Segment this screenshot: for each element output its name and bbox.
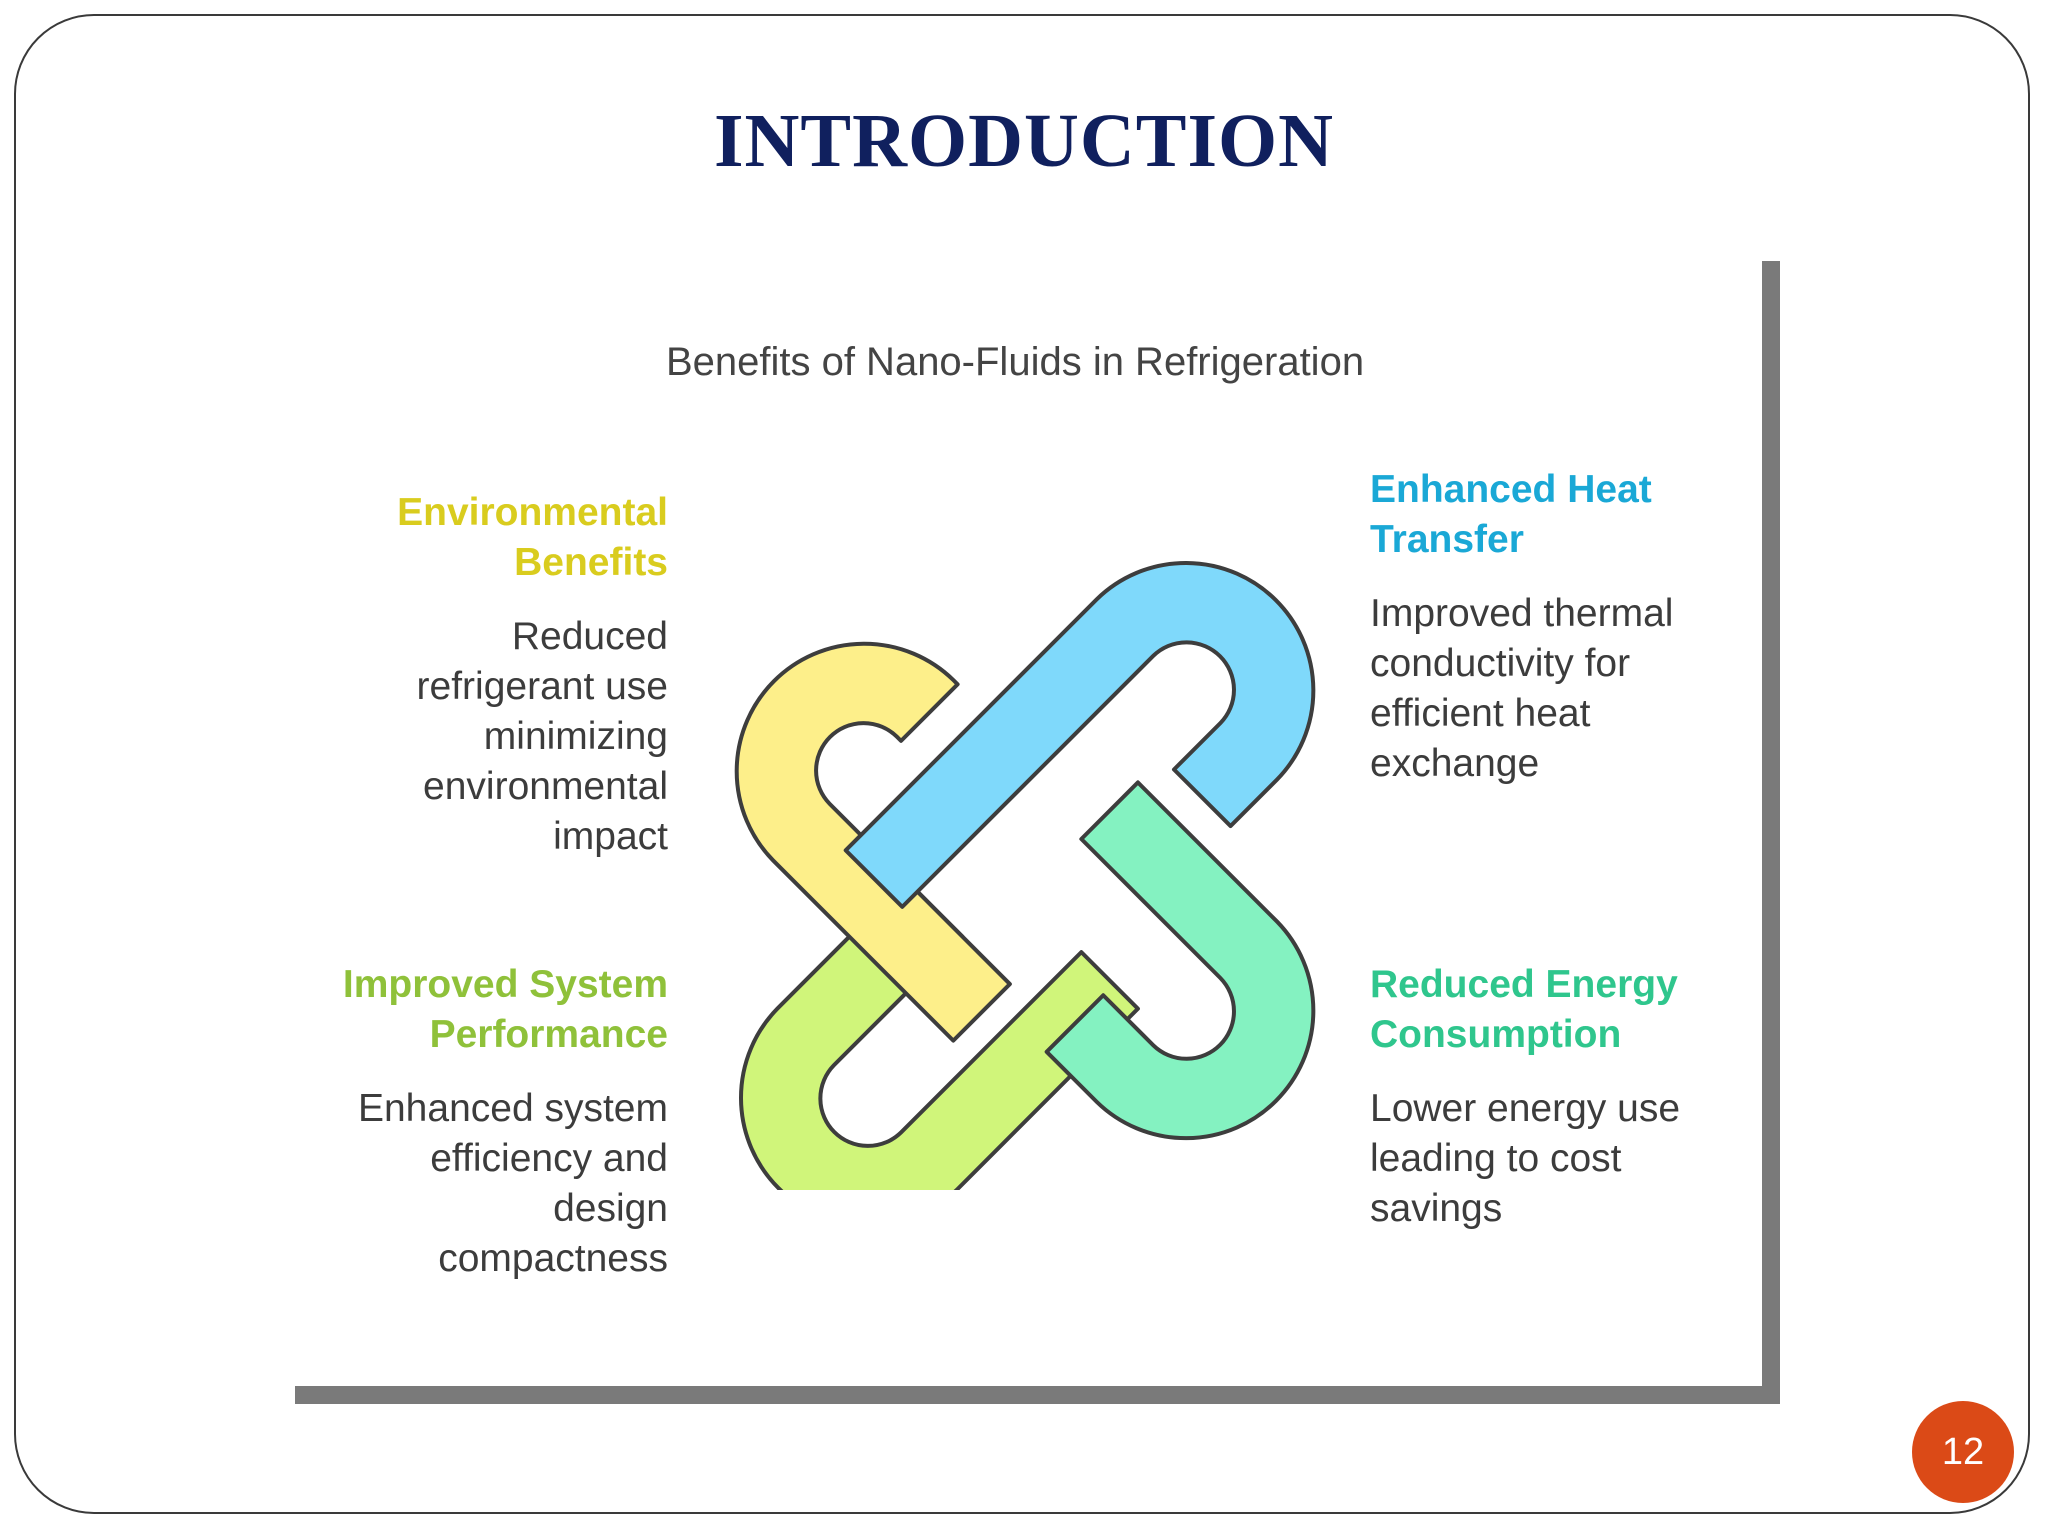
heading-line: Transfer xyxy=(1370,518,1524,561)
description-line: Enhanced system xyxy=(357,1087,668,1130)
description-line: exchange xyxy=(1370,742,1540,785)
description-line: environmental xyxy=(423,765,668,808)
heading-line: Reduced Energy xyxy=(1370,963,1678,1006)
benefit-heat-transfer: Enhanced Heat Transfer Improved thermal … xyxy=(1370,465,1730,789)
heading-line: Consumption xyxy=(1370,1013,1622,1056)
benefit-system-performance: Improved System Performance Enhanced sys… xyxy=(300,960,668,1284)
description-line: minimizing xyxy=(483,715,668,758)
benefit-environmental: Environmental Benefits Reduced refrigera… xyxy=(300,488,668,862)
page-number-badge: 12 xyxy=(1912,1401,2014,1503)
diagram-card xyxy=(290,255,1762,1386)
diagram-subtitle: Benefits of Nano-Fluids in Refrigeration xyxy=(665,340,1365,384)
heading-line: Benefits xyxy=(514,541,668,584)
description-line: efficiency and xyxy=(430,1137,668,1180)
heading-line: Improved System xyxy=(342,963,668,1006)
benefit-heading: Environmental Benefits xyxy=(300,488,668,588)
heading-line: Enhanced Heat xyxy=(1370,468,1652,511)
benefit-description: Lower energy use leading to cost savings xyxy=(1370,1084,1730,1234)
heading-line: Performance xyxy=(429,1013,668,1056)
benefit-description: Improved thermal conductivity for effici… xyxy=(1370,589,1730,789)
benefit-description: Enhanced system efficiency and design co… xyxy=(300,1084,668,1284)
description-line: leading to cost xyxy=(1370,1137,1622,1180)
heading-line: Environmental xyxy=(397,491,668,534)
description-line: Improved thermal xyxy=(1370,592,1674,635)
description-line: design xyxy=(553,1187,668,1230)
benefit-heading: Improved System Performance xyxy=(300,960,668,1060)
benefit-heading: Reduced Energy Consumption xyxy=(1370,960,1730,1060)
description-line: savings xyxy=(1370,1187,1503,1230)
description-line: compactness xyxy=(438,1237,668,1280)
benefit-heading: Enhanced Heat Transfer xyxy=(1370,465,1730,565)
knot-loop-environment xyxy=(734,641,1012,1043)
description-line: Reduced xyxy=(511,615,668,658)
description-line: refrigerant use xyxy=(416,665,668,708)
benefit-description: Reduced refrigerant use minimizing envir… xyxy=(300,612,668,862)
knot-loop-energy xyxy=(1044,780,1316,1141)
knot-loop-performance xyxy=(739,878,1140,1190)
description-line: conductivity for xyxy=(1370,642,1631,685)
interlocking-knot-graphic xyxy=(734,561,1316,1190)
description-line: Lower energy use xyxy=(1370,1087,1681,1130)
slide-title: INTRODUCTION xyxy=(713,99,1335,183)
description-line: impact xyxy=(553,815,668,858)
card-shadow-right xyxy=(1762,261,1780,1404)
benefit-energy-consumption: Reduced Energy Consumption Lower energy … xyxy=(1370,960,1730,1234)
knot-loop-heat-transfer xyxy=(843,561,1316,909)
description-line: efficient heat xyxy=(1370,692,1591,735)
card-shadow-bottom xyxy=(295,1386,1780,1404)
